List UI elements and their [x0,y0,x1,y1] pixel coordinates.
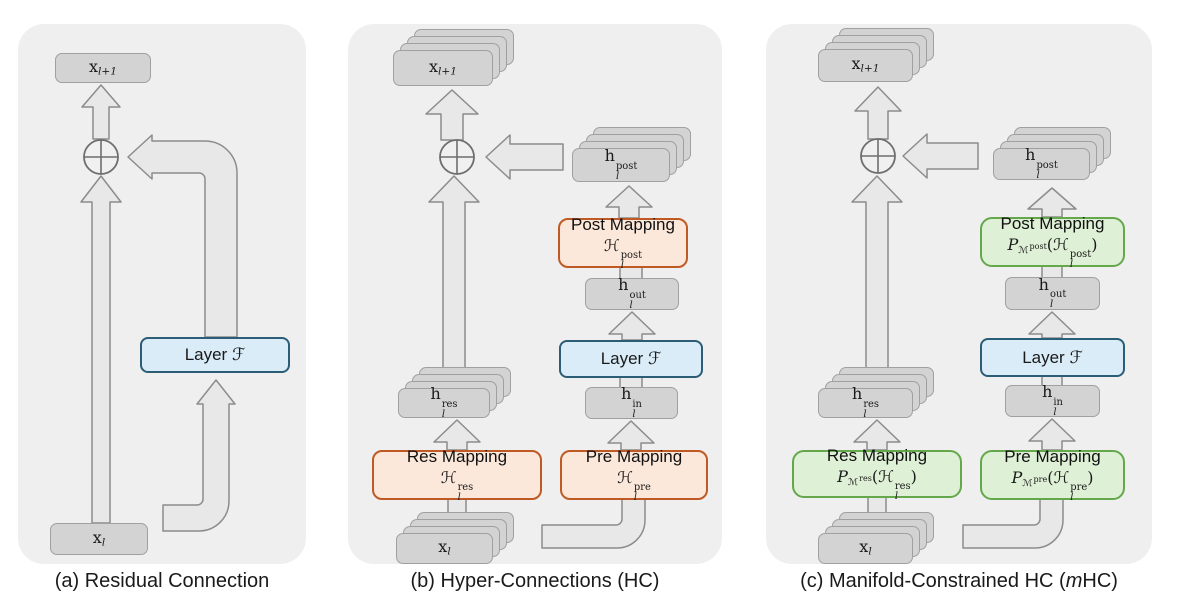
stack-front: xl [396,533,493,564]
stack-front: xl+1 [393,50,493,86]
node-x-input: xl [50,523,148,555]
pipe-to-premapping-icon [541,497,646,549]
arrow-up-to-hin-icon [607,420,655,451]
arrow-up-residual-icon [80,175,122,524]
layer-label: Layer ℱ [184,345,246,365]
arrow-up-to-output-icon [425,89,479,141]
arrow-up-to-hin-icon [1028,418,1076,451]
stack-front: xl+1 [818,49,913,82]
layer-box: Layer ℱ [559,340,703,378]
node-label: xl [859,537,872,559]
arrow-up-to-hpost-icon [605,185,653,219]
layer-box: Layer ℱ [140,337,290,373]
stack-x-input: xl [818,512,934,564]
arrow-up-residual-icon [851,175,903,375]
arrow-up-to-output-icon [81,84,121,140]
caption-a: (a) Residual Connection [54,570,270,592]
arrow-up-to-hres-icon [433,419,481,451]
pre-mapping-title: Pre Mapping [1004,447,1101,467]
node-label: xl+1 [429,56,457,78]
panel-a: xl+1 Layer ℱ xl [18,24,306,564]
oplus-icon [860,138,896,174]
oplus-icon [83,139,119,175]
caption-c: (c) Manifold-Constrained HC (mHC) [800,570,1118,592]
node-x-next: xl+1 [55,53,151,83]
wires-a [80,84,238,532]
arrow-up-to-hpost-icon [1027,187,1077,218]
arrow-up-to-hout-icon [1028,311,1076,339]
stack-x-next: xl+1 [393,29,514,86]
node-label: xl [92,527,106,549]
layer-label: Layer ℱ [600,349,662,369]
node-label: xl+1 [851,54,880,76]
stack-x-next: xl+1 [818,28,934,82]
arrow-up-to-hout-icon [608,311,656,341]
elbow-arrow-to-layer-icon [162,379,236,532]
layer-box: Layer ℱ [980,338,1125,377]
arrow-left-from-hpost-icon [485,134,564,180]
res-mapping-title: Res Mapping [406,447,508,467]
arrow-up-to-output-icon [854,86,902,140]
pre-mapping-title: Pre Mapping [585,447,683,467]
node-label: xl+1 [89,56,117,78]
node-label: xl [438,537,451,559]
post-mapping-title: Post Mapping [1000,214,1105,234]
stack-front: xl [818,533,913,564]
res-mapping-title: Res Mapping [826,446,928,466]
arrow-up-residual-icon [428,175,480,375]
oplus-icon [439,139,475,175]
layer-label: Layer ℱ [1022,347,1083,368]
caption-b: (b) Hyper-Connections (HC) [410,570,660,592]
stack-x-input: xl [396,512,514,564]
post-mapping-title: Post Mapping [571,215,675,235]
elbow-arrow-from-layer-icon [127,134,238,338]
arrow-left-from-hpost-icon [902,133,979,179]
pipe-to-premapping-icon [962,497,1064,549]
